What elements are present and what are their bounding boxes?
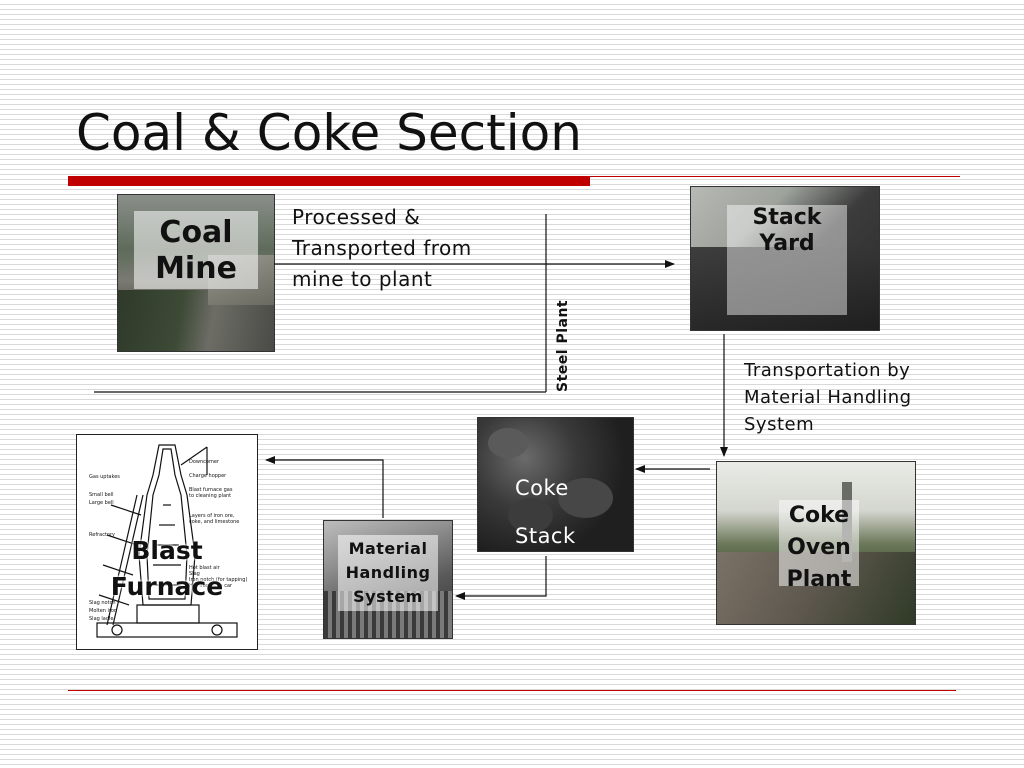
blast-furnace-diagram: Downcomer Charge hopper Blast furnace ga…	[76, 434, 258, 650]
coke-stack-label: Coke Stack	[515, 476, 576, 548]
title-underline	[68, 176, 590, 186]
coal-mine-photo: Coal Mine	[117, 194, 275, 352]
coke-oven-plant-photo: Coke Oven Plant	[716, 461, 916, 625]
title-underline-thin	[590, 176, 960, 177]
stack-yard-label: Stack Yard	[752, 205, 822, 257]
material-handling-system-photo: Material Handling System	[323, 520, 453, 639]
slide-title: Coal & Coke Section	[76, 104, 582, 162]
footer-rule	[68, 690, 956, 691]
arrow-coke-stack-to-material-handling	[455, 556, 547, 600]
blast-furnace-annotations-right: Downcomer Charge hopper Blast furnace ga…	[189, 459, 248, 589]
material-handling-system-label: Material Handling System	[345, 539, 431, 606]
blast-furnace-drawing	[96, 444, 238, 638]
stack-yard-photo: Stack Yard	[690, 186, 880, 331]
blast-furnace-annotations-left: Gas uptakes Small bell Large bell Refrac…	[89, 474, 120, 622]
coke-stack-photo: Coke Stack	[477, 417, 634, 552]
coal-mine-label: Coal Mine	[155, 215, 237, 286]
mine-to-yard-caption: Processed & Transported from mine to pla…	[292, 205, 472, 291]
arrow-material-handling-to-blast-furnace	[265, 456, 384, 518]
blast-furnace-label: Blast Furnace	[110, 536, 224, 601]
yard-to-oven-caption: Transportation by Material Handling Syst…	[744, 360, 912, 435]
coke-oven-plant-label: Coke Oven Plant	[786, 503, 852, 592]
